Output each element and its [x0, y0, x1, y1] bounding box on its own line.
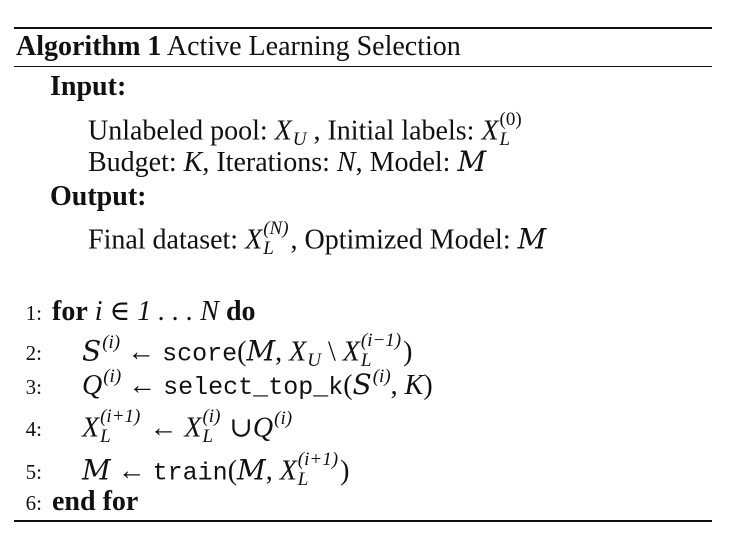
next-labeled-scripts: (i+1)L — [298, 450, 338, 490]
step-2: 2: S(i) ← score(M, XU \ X(i−1)L) — [4, 331, 413, 374]
assign-arrow: ← — [127, 336, 156, 368]
step-number: 1: — [25, 301, 42, 325]
next-labeled-superscript: (i+1) — [100, 406, 141, 427]
input-heading: Input: — [50, 71, 127, 102]
step-5: 5: M ← train(M, X(i+1)L) — [4, 450, 350, 493]
labeled-subscript: L — [202, 425, 214, 447]
assign-arrow: ← — [128, 370, 157, 401]
algorithm-title: Active Learning Selection — [166, 31, 461, 62]
iterations-symbol: N — [336, 147, 356, 178]
budget-label: Budget: — [88, 147, 177, 178]
step-number: 3: — [25, 375, 42, 399]
close-paren: ) — [403, 336, 413, 368]
budget-symbol: K — [404, 370, 424, 401]
optimized-model-symbol: M — [517, 222, 547, 256]
score-set-symbol: S — [352, 368, 372, 401]
assign-arrow: ← — [117, 455, 146, 487]
step-6: 6: end for — [4, 486, 139, 517]
open-paren: ( — [343, 370, 353, 401]
step-number: 2: — [25, 341, 42, 366]
query-symbol: Q — [252, 412, 274, 444]
labels-symbol: X — [481, 115, 499, 147]
model-arg-symbol: M — [237, 453, 266, 487]
pool-symbol: X — [289, 336, 307, 368]
top-rule — [14, 27, 712, 29]
query-symbol: Q — [82, 370, 103, 401]
union-symbol: ∪ — [229, 412, 253, 444]
budget-symbol: K — [183, 147, 203, 178]
keyword-do: do — [225, 296, 256, 327]
step-number: 6: — [25, 491, 42, 515]
query-superscript: (i) — [274, 408, 293, 430]
labeled-symbol: X — [184, 412, 202, 444]
pool-symbol: X — [274, 115, 292, 147]
labeled-superscript: (i−1) — [360, 330, 402, 351]
loop-range: 1 . . . N — [137, 296, 219, 327]
labeled-scripts: (i)L — [202, 407, 220, 447]
next-labeled-subscript: L — [100, 425, 111, 447]
labeled-scripts: (i−1)L — [361, 331, 401, 371]
labels-subscript: L — [499, 128, 511, 150]
model-label: , Model: — [355, 147, 451, 178]
keyword-end-for: end for — [52, 486, 139, 517]
next-labeled-symbol: X — [82, 412, 100, 444]
header-rule — [14, 66, 712, 67]
input-line-budget: Budget: K, Iterations: N, Model: M — [88, 148, 486, 177]
step-number: 5: — [25, 460, 42, 485]
open-paren: ( — [227, 455, 238, 487]
select-top-k-function: select_top_k — [163, 373, 344, 402]
dataset-subscript: L — [263, 237, 274, 259]
iterations-label: , Iterations: — [202, 147, 330, 178]
algorithm-label: Algorithm 1 — [16, 31, 162, 62]
open-paren: ( — [237, 336, 247, 368]
dataset-symbol: X — [245, 224, 263, 256]
input-line-pool: Unlabeled pool: XU , Initial labels: X(0… — [88, 110, 524, 153]
next-labeled-scripts: (i+1)L — [100, 407, 140, 447]
pool-subscript: U — [292, 129, 307, 151]
step-1: 1: for i ∈ 1 . . . N do — [4, 298, 256, 326]
model-symbol: M — [457, 145, 487, 178]
pool-subscript: U — [307, 350, 321, 372]
labeled-subscript: L — [360, 349, 372, 371]
next-labeled-subscript: L — [297, 468, 309, 490]
close-paren: ) — [423, 370, 433, 401]
element-of-symbol: ∈ — [109, 296, 131, 327]
score-function: score — [162, 339, 238, 369]
step-3: 3: Q(i) ← select_top_k(S(i), K) — [4, 367, 433, 402]
comma: , — [275, 336, 290, 368]
output-line: Final dataset: X(N)L, Optimized Model: M — [88, 219, 547, 262]
labeled-symbol: X — [342, 336, 360, 368]
model-symbol: M — [246, 334, 276, 368]
train-function: train — [152, 458, 228, 488]
keyword-for: for — [52, 296, 88, 327]
optimized-model-label: , Optimized Model: — [290, 224, 511, 256]
step-number: 4: — [25, 417, 42, 442]
bottom-rule — [14, 520, 712, 522]
labels-superscript: (0) — [499, 109, 522, 130]
algorithm-header: Algorithm 1 Active Learning Selection — [16, 33, 461, 61]
score-set-symbol: S — [82, 334, 102, 368]
setminus-symbol: \ — [320, 336, 343, 368]
labels-label: Initial labels: — [327, 115, 475, 147]
dataset-scripts: (N)L — [263, 219, 288, 259]
score-set-superscript: (i) — [372, 366, 391, 387]
output-heading: Output: — [50, 181, 147, 212]
labels-scripts: (0)L — [500, 110, 522, 150]
next-labeled-superscript: (i+1) — [297, 449, 339, 470]
pool-label: Unlabeled pool: — [88, 115, 268, 147]
score-set-superscript: (i) — [102, 332, 121, 354]
step-4: 4: X(i+1)L ← X(i)L ∪Q(i) — [4, 407, 293, 450]
close-paren: ) — [340, 455, 350, 487]
assign-arrow: ← — [149, 412, 178, 444]
next-labeled-symbol: X — [279, 455, 297, 487]
dataset-superscript: (N) — [263, 218, 289, 239]
pool-sep: , — [313, 115, 321, 147]
comma: , — [390, 370, 405, 401]
query-superscript: (i) — [103, 366, 122, 387]
dataset-label: Final dataset: — [88, 224, 239, 256]
loop-variable: i — [94, 296, 103, 327]
model-symbol: M — [82, 453, 111, 487]
labeled-superscript: (i) — [202, 406, 221, 427]
comma: , — [265, 455, 280, 487]
